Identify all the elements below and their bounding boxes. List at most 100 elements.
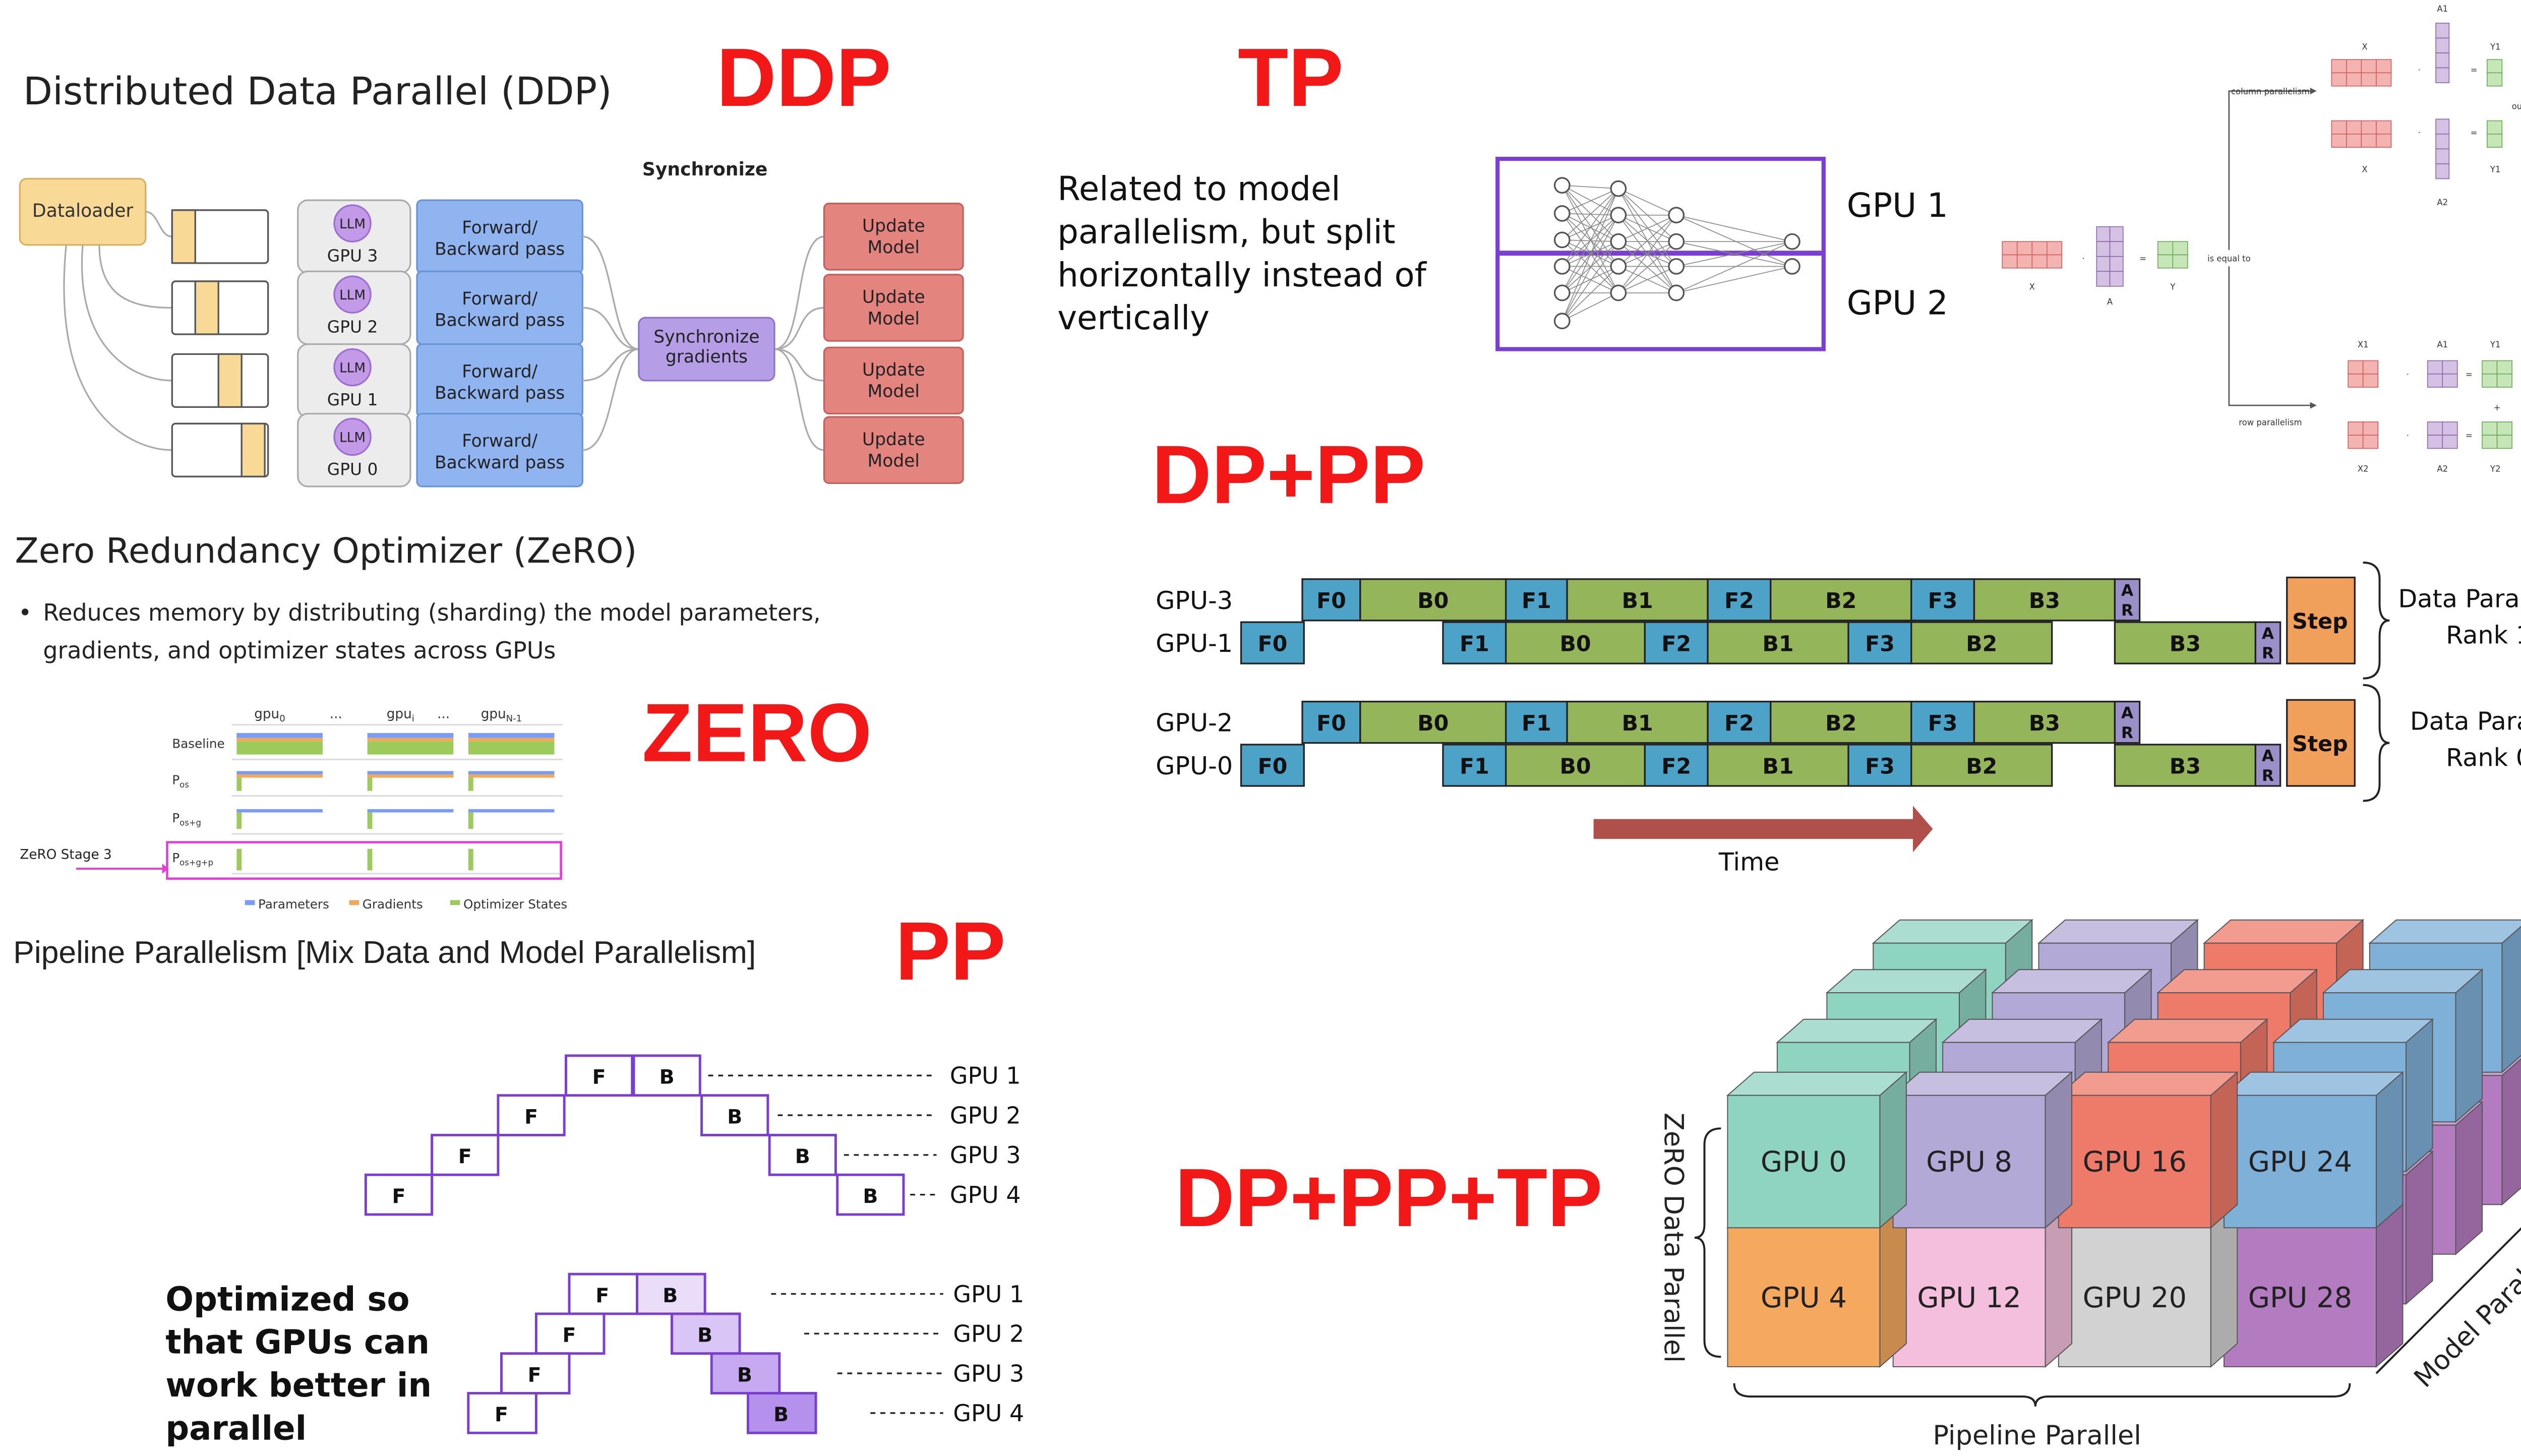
backward-block-label: B0: [1559, 631, 1591, 656]
back-cube-top: [2037, 919, 2199, 944]
forward-backward-label: Forward/Backward pass: [435, 289, 565, 331]
neuron: [1783, 233, 1800, 250]
tp-matrix-label: ·: [2418, 65, 2421, 75]
gpu-cube-label: GPU 4: [1761, 1282, 1847, 1314]
connector: [774, 348, 824, 451]
forward-block: [1910, 700, 1975, 744]
forward-block-label: F1: [1460, 754, 1489, 779]
tp-matrix-label: =: [2466, 370, 2473, 379]
allreduce-block: [2254, 744, 2282, 787]
matrix-x: [2002, 241, 2018, 256]
matrix-y: [2172, 241, 2188, 256]
back-cube-side: [2455, 1101, 2483, 1255]
forward-block-label: F0: [1316, 711, 1346, 736]
pp-forward-block: [564, 1054, 634, 1097]
matrix-y1: [2487, 72, 2503, 87]
tp-matrix-label: ·: [2082, 254, 2084, 264]
back-cube-top: [2272, 1018, 2434, 1043]
backward-block-label: B3: [2029, 588, 2060, 614]
pp-block-label: F: [528, 1363, 542, 1386]
gpu-cube-top: [2057, 1071, 2239, 1096]
matrix-a1: [2435, 52, 2450, 69]
back-cube-side: [2406, 1150, 2433, 1305]
matrix-a2: [2442, 421, 2458, 436]
matrix-a1: [2435, 23, 2450, 39]
tp-matrix-label: +: [2494, 403, 2501, 412]
pp-forward-block: [497, 1094, 566, 1136]
tp-matrix-label: X: [2029, 282, 2035, 291]
gpu-cube: [1892, 1227, 2046, 1367]
forward-block-label: F1: [1522, 711, 1551, 736]
matrix-x: [2031, 241, 2048, 256]
tp-matrix-label: X1: [2358, 340, 2369, 349]
pp-forward-block: [467, 1391, 537, 1434]
pp-gpu-label: GPU 2: [950, 1102, 1021, 1129]
neuron: [1553, 205, 1571, 222]
matrix-x: [2331, 120, 2347, 135]
matrix-y: [2157, 254, 2174, 269]
gpu-cube-top: [2223, 1071, 2405, 1096]
tp-gpu2-label: GPU 2: [1847, 284, 1948, 323]
matrix-y1: [2482, 373, 2498, 388]
gpu-cube: [2058, 1095, 2211, 1229]
gpu-cube-side: [1879, 1071, 1907, 1229]
gpu-cube-label: GPU 16: [2083, 1146, 2187, 1179]
rank-label: Data Parallel 1Rank 1: [2398, 584, 2521, 649]
pipeline-axis-brace: [1733, 1383, 2351, 1407]
matrix-x: [2361, 134, 2377, 148]
matrix-a1: [2435, 67, 2450, 83]
forward-block: [1505, 700, 1568, 744]
pp-backward-block: [700, 1094, 769, 1136]
pp-block-label: B: [795, 1145, 810, 1168]
legend-label: Gradients: [363, 897, 423, 912]
matrix-x: [2016, 241, 2033, 256]
forward-block: [1301, 578, 1361, 622]
back-cube-top: [2322, 969, 2484, 994]
back-cube-side: [2501, 926, 2521, 1073]
back-cube-side: [2501, 1058, 2521, 1206]
matrix-a1: [2427, 373, 2443, 388]
pp-backward-block: [671, 1312, 741, 1355]
backward-block: [1770, 578, 1912, 622]
backward-block-label: B0: [1417, 588, 1449, 614]
matrix-x: [2031, 254, 2048, 269]
forward-backward-label: Forward/Backward pass: [435, 361, 565, 403]
zero-column-header: gpuN-1: [481, 706, 522, 724]
matrix-y1: [2487, 59, 2503, 74]
pp-backward-block: [768, 1133, 837, 1176]
matrix-a: [2096, 256, 2111, 272]
tp-matrix-label: Y1: [2490, 164, 2500, 174]
step-label: Step: [2292, 609, 2348, 634]
backward-block: [2114, 621, 2257, 664]
llm-icon: [333, 204, 372, 242]
gpu-cube: [1727, 1095, 1881, 1229]
tp-matrix-label: A1: [2437, 4, 2448, 14]
gpu-cube-side: [2375, 1071, 2404, 1229]
allreduce-block: [2114, 700, 2141, 744]
is-equal-to-label: is equal to: [2207, 254, 2251, 264]
pp-gpu-label: GPU 3: [950, 1141, 1021, 1169]
rank-brace: [2363, 561, 2390, 680]
backward-block-label: B0: [1417, 711, 1449, 736]
forward-backward-label: Forward/Backward pass: [435, 431, 565, 473]
forward-block: [1707, 578, 1772, 622]
synchronize-gradients-box: [638, 317, 775, 382]
gpu-cube-label: GPU 24: [2248, 1146, 2352, 1179]
back-cube-top: [1776, 1018, 1938, 1043]
ddp-title: Distributed Data Parallel (DDP): [23, 71, 612, 114]
zero-bullet: • Reduces memory by distributing (shardi…: [18, 596, 821, 672]
gpu-cube-side: [2045, 1071, 2073, 1229]
matrix-x: [2346, 59, 2362, 74]
matrix-x: [2346, 120, 2362, 135]
backward-block-label: B1: [1622, 711, 1653, 736]
heading-ddp: DDP: [716, 31, 891, 125]
pp-block-label: B: [663, 1284, 678, 1307]
backward-block-label: B0: [1559, 754, 1591, 779]
llm-icon: [333, 348, 372, 387]
